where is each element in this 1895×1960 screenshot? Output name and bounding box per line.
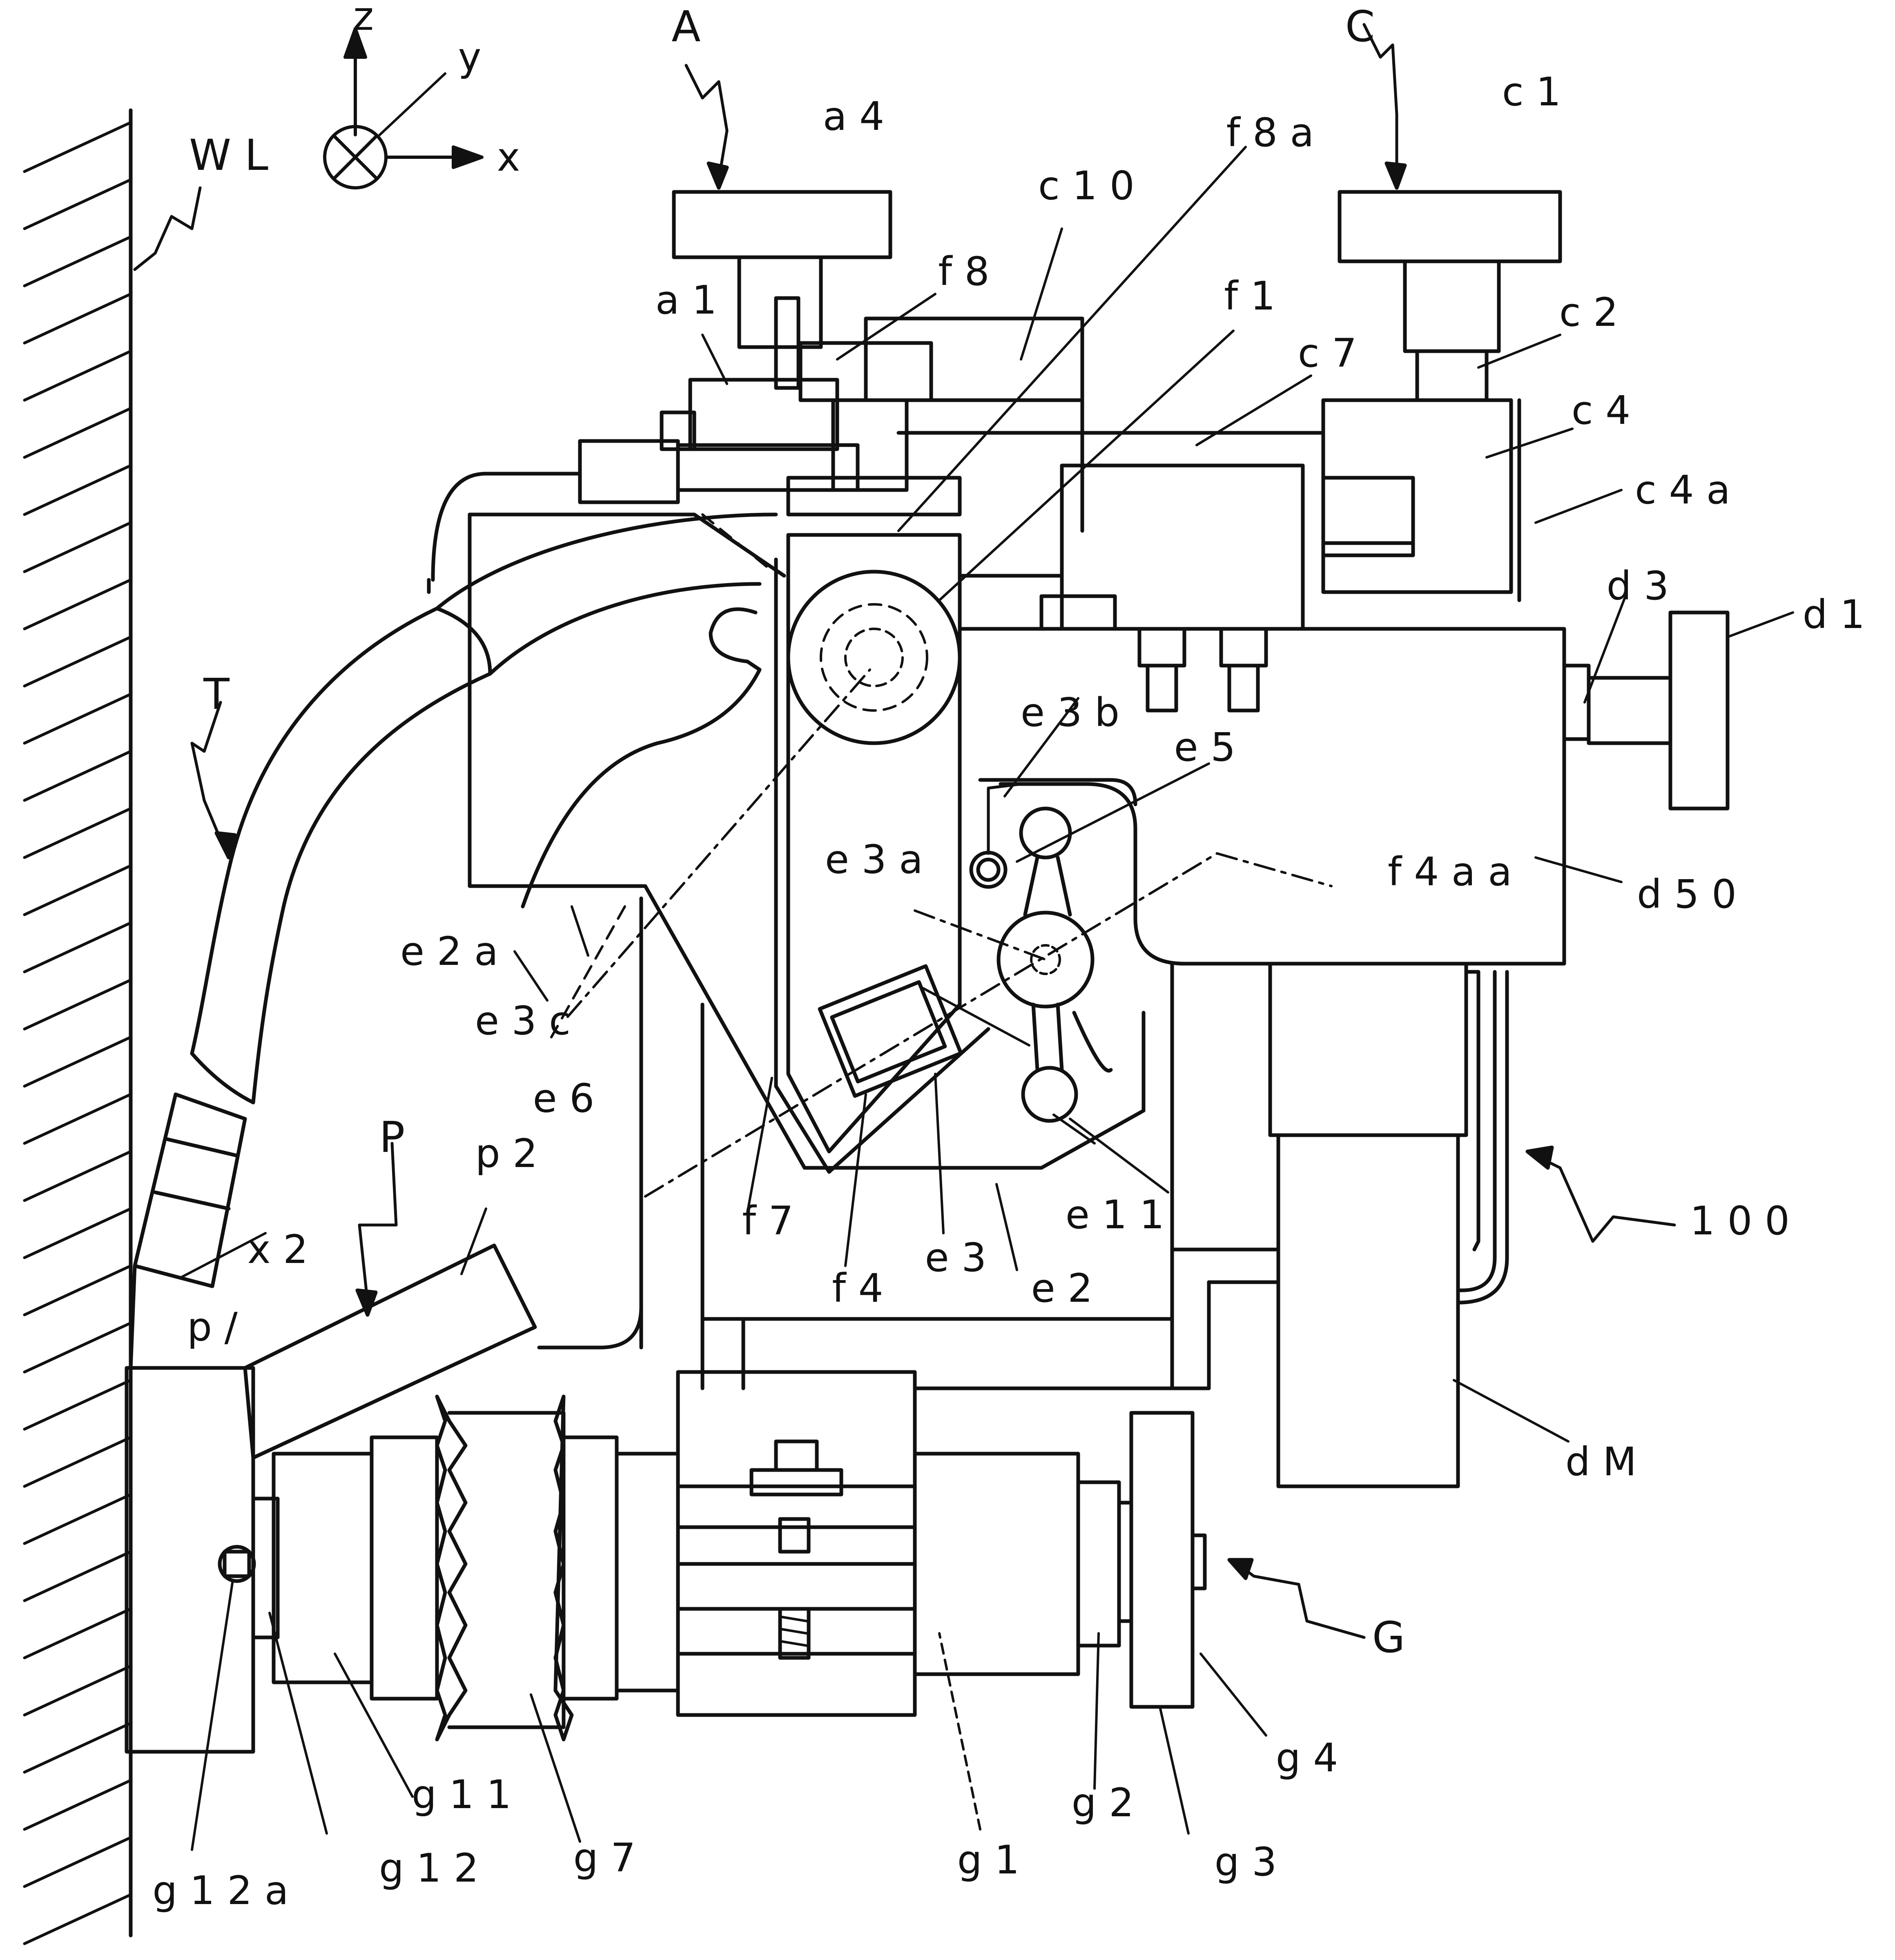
label-e2a: e 2 a bbox=[400, 929, 498, 974]
label-100: 1 0 0 bbox=[1690, 1198, 1790, 1244]
label-f4: f 4 bbox=[832, 1265, 883, 1311]
label-e5: e 5 bbox=[1174, 724, 1236, 770]
label-d1: d 1 bbox=[1802, 592, 1865, 637]
arm-f7 bbox=[774, 533, 990, 1174]
reference-lines bbox=[566, 668, 1333, 1198]
slide-block-c4 bbox=[896, 398, 1521, 713]
label-e3c: e 3 c bbox=[475, 998, 571, 1044]
label-g1: g 1 bbox=[957, 1837, 1020, 1883]
label-d50: d 5 0 bbox=[1636, 871, 1737, 917]
label-x2: x 2 bbox=[247, 1227, 308, 1272]
label-c4a: c 4 a bbox=[1635, 467, 1730, 513]
label-f4aa: f 4 a a bbox=[1387, 849, 1512, 895]
label-e3: e 3 bbox=[925, 1235, 987, 1281]
axis-z-label: z bbox=[353, 0, 374, 39]
label-p1: p / bbox=[187, 1304, 238, 1350]
plate-p bbox=[243, 1142, 537, 1460]
label-f8a: f 8 a bbox=[1226, 110, 1314, 156]
label-e2: e 2 bbox=[1031, 1265, 1093, 1311]
label-g7: g 7 bbox=[573, 1835, 636, 1881]
lever-e3 bbox=[969, 782, 1113, 1123]
coordinate-axes bbox=[323, 27, 484, 189]
hidden-lines bbox=[550, 513, 769, 1038]
axis-y-label: y bbox=[458, 34, 482, 80]
label-g12: g 1 2 bbox=[379, 1845, 479, 1891]
wall-wl bbox=[23, 108, 202, 1945]
label-wl: W L bbox=[189, 130, 268, 180]
block-p1 bbox=[125, 1366, 256, 1754]
leader-lines bbox=[178, 146, 1794, 1851]
label-g: G bbox=[1372, 1613, 1405, 1662]
label-a4: a 4 bbox=[823, 94, 885, 139]
knob-a4 bbox=[672, 64, 892, 390]
label-f1: f 1 bbox=[1224, 273, 1275, 319]
label-e11: e 1 1 bbox=[1065, 1192, 1165, 1238]
label-c1: c 1 bbox=[1502, 69, 1561, 115]
label-g12a: g 1 2 a bbox=[152, 1868, 289, 1913]
frame-e2 bbox=[427, 472, 1174, 1390]
label-t: T bbox=[203, 669, 230, 719]
label-p: P bbox=[379, 1112, 405, 1162]
label-p2: p 2 bbox=[475, 1131, 538, 1176]
torch-t bbox=[129, 512, 778, 1370]
slot-e2a bbox=[521, 607, 762, 909]
label-f7: f 7 bbox=[742, 1198, 794, 1244]
label-a: A bbox=[671, 2, 701, 51]
label-e6: e 6 bbox=[533, 1076, 595, 1121]
label-c10: c 1 0 bbox=[1038, 163, 1135, 209]
label-c4: c 4 bbox=[1571, 388, 1631, 433]
label-a1: a 1 bbox=[655, 277, 717, 323]
label-c2: c 2 bbox=[1559, 290, 1619, 335]
guide-assembly-g bbox=[251, 1370, 1366, 1742]
label-e3b: e 3 b bbox=[1020, 690, 1120, 735]
label-e3a: e 3 a bbox=[825, 837, 923, 882]
main-body-d50 bbox=[958, 610, 1730, 966]
label-g2: g 2 bbox=[1071, 1780, 1134, 1826]
label-c7: c 7 bbox=[1298, 330, 1357, 376]
adjust-block-a1 bbox=[578, 316, 1084, 533]
label-g4: g 4 bbox=[1275, 1735, 1338, 1781]
label-f8: f 8 bbox=[938, 249, 990, 294]
label-g3: g 3 bbox=[1214, 1839, 1277, 1885]
label-d3: d 3 bbox=[1606, 563, 1669, 609]
axis-x-label: x bbox=[497, 134, 520, 180]
label-dm: d M bbox=[1565, 1439, 1637, 1485]
label-c: C bbox=[1345, 2, 1375, 51]
label-g11: g 1 1 bbox=[411, 1772, 512, 1817]
knob-c1 bbox=[1338, 23, 1562, 402]
motor-dm bbox=[913, 962, 1676, 1488]
